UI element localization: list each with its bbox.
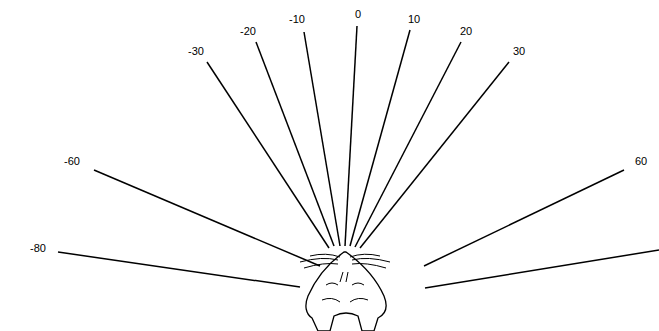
angle-label: 60 (635, 156, 647, 167)
cat-head (306, 252, 386, 331)
cat-whiskers (300, 254, 390, 268)
angle-label: 30 (513, 46, 525, 57)
angle-label: -10 (289, 14, 305, 25)
angle-rays (58, 26, 659, 288)
angle-label: -60 (64, 156, 80, 167)
angle-label: 0 (355, 9, 361, 20)
cat-face (322, 272, 368, 302)
angle-label: -30 (188, 46, 204, 57)
angle-label: 20 (460, 26, 472, 37)
angle-label: 10 (408, 14, 420, 25)
angle-label: -80 (30, 243, 46, 254)
angle-label: -20 (240, 26, 256, 37)
